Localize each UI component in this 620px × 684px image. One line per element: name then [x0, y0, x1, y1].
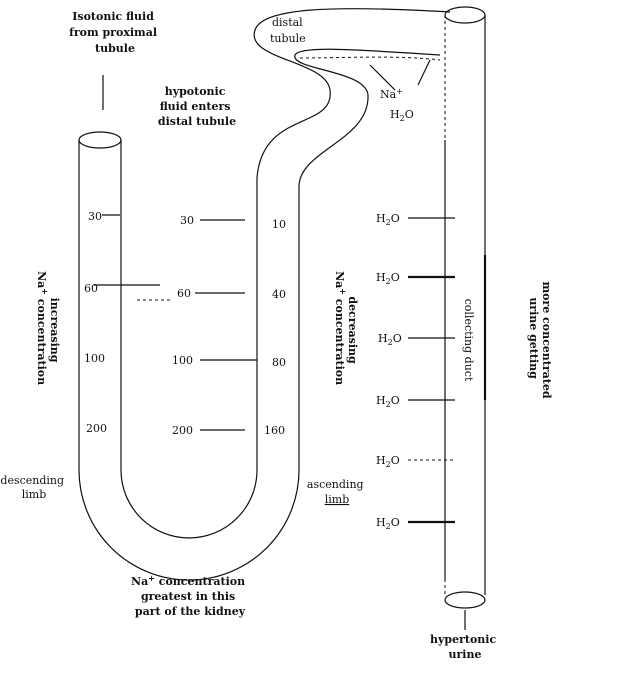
descending-limb-label: descending limb: [0, 474, 67, 501]
asc-value-1: 10: [272, 218, 286, 231]
hypertonic-urine-label: hypertonic urine: [430, 633, 500, 661]
distal-tubule-inner: [294, 48, 441, 187]
distal-tubule-outer: [253, 8, 451, 179]
desc-value-3: 100: [84, 352, 105, 365]
urine-concentrated-label: urine getting more concentrated: [527, 281, 553, 398]
collecting-duct-label: collecting duct: [462, 299, 475, 382]
asc-value-3: 80: [272, 356, 286, 369]
int-value-3: 100: [172, 354, 193, 367]
ascending-limb-label: ascending limb: [307, 478, 367, 506]
na-greatest-label: Na+ concentration greatest in this part …: [131, 573, 249, 618]
loop-inner: [120, 420, 258, 539]
desc-value-4: 200: [86, 422, 107, 435]
desc-value-2: 60: [84, 282, 98, 295]
desc-value-1: 30: [88, 210, 102, 223]
hypotonic-label: hypotonic fluid enters distal tubule: [158, 85, 236, 128]
ascending-limb-tube: [256, 178, 300, 420]
distal-tubule-label: distal tubule: [270, 16, 306, 45]
na-h2o-pointer-2: [417, 59, 431, 86]
svg-text:H2O: H2O: [376, 271, 400, 286]
svg-text:H2O: H2O: [376, 212, 400, 227]
na-label-top: Na+: [380, 87, 403, 101]
asc-value-4: 160: [264, 424, 285, 437]
svg-text:H2O: H2O: [376, 454, 400, 469]
distal-tubule-dashed: [299, 56, 441, 61]
descending-limb-tube: [78, 131, 122, 420]
int-value-1: 30: [180, 214, 194, 227]
svg-text:H2O: H2O: [378, 332, 402, 347]
int-value-2: 60: [177, 287, 191, 300]
na-increasing-label: Na+ concentration increasing: [35, 271, 61, 389]
na-decreasing-label: Na+ concentration decreasing: [333, 271, 359, 389]
isotonic-label: Isotonic fluid from proximal tubule: [69, 10, 161, 55]
h2o-labels: H2O H2O H2O H2O H2O H2O: [376, 212, 402, 531]
loop-of-henle: [78, 420, 300, 581]
h2o-label-top: H2O: [390, 108, 414, 123]
asc-value-2: 40: [272, 288, 286, 301]
svg-text:H2O: H2O: [376, 516, 400, 531]
svg-text:H2O: H2O: [376, 394, 400, 409]
int-value-4: 200: [172, 424, 193, 437]
na-h2o-pointer: [369, 64, 396, 91]
